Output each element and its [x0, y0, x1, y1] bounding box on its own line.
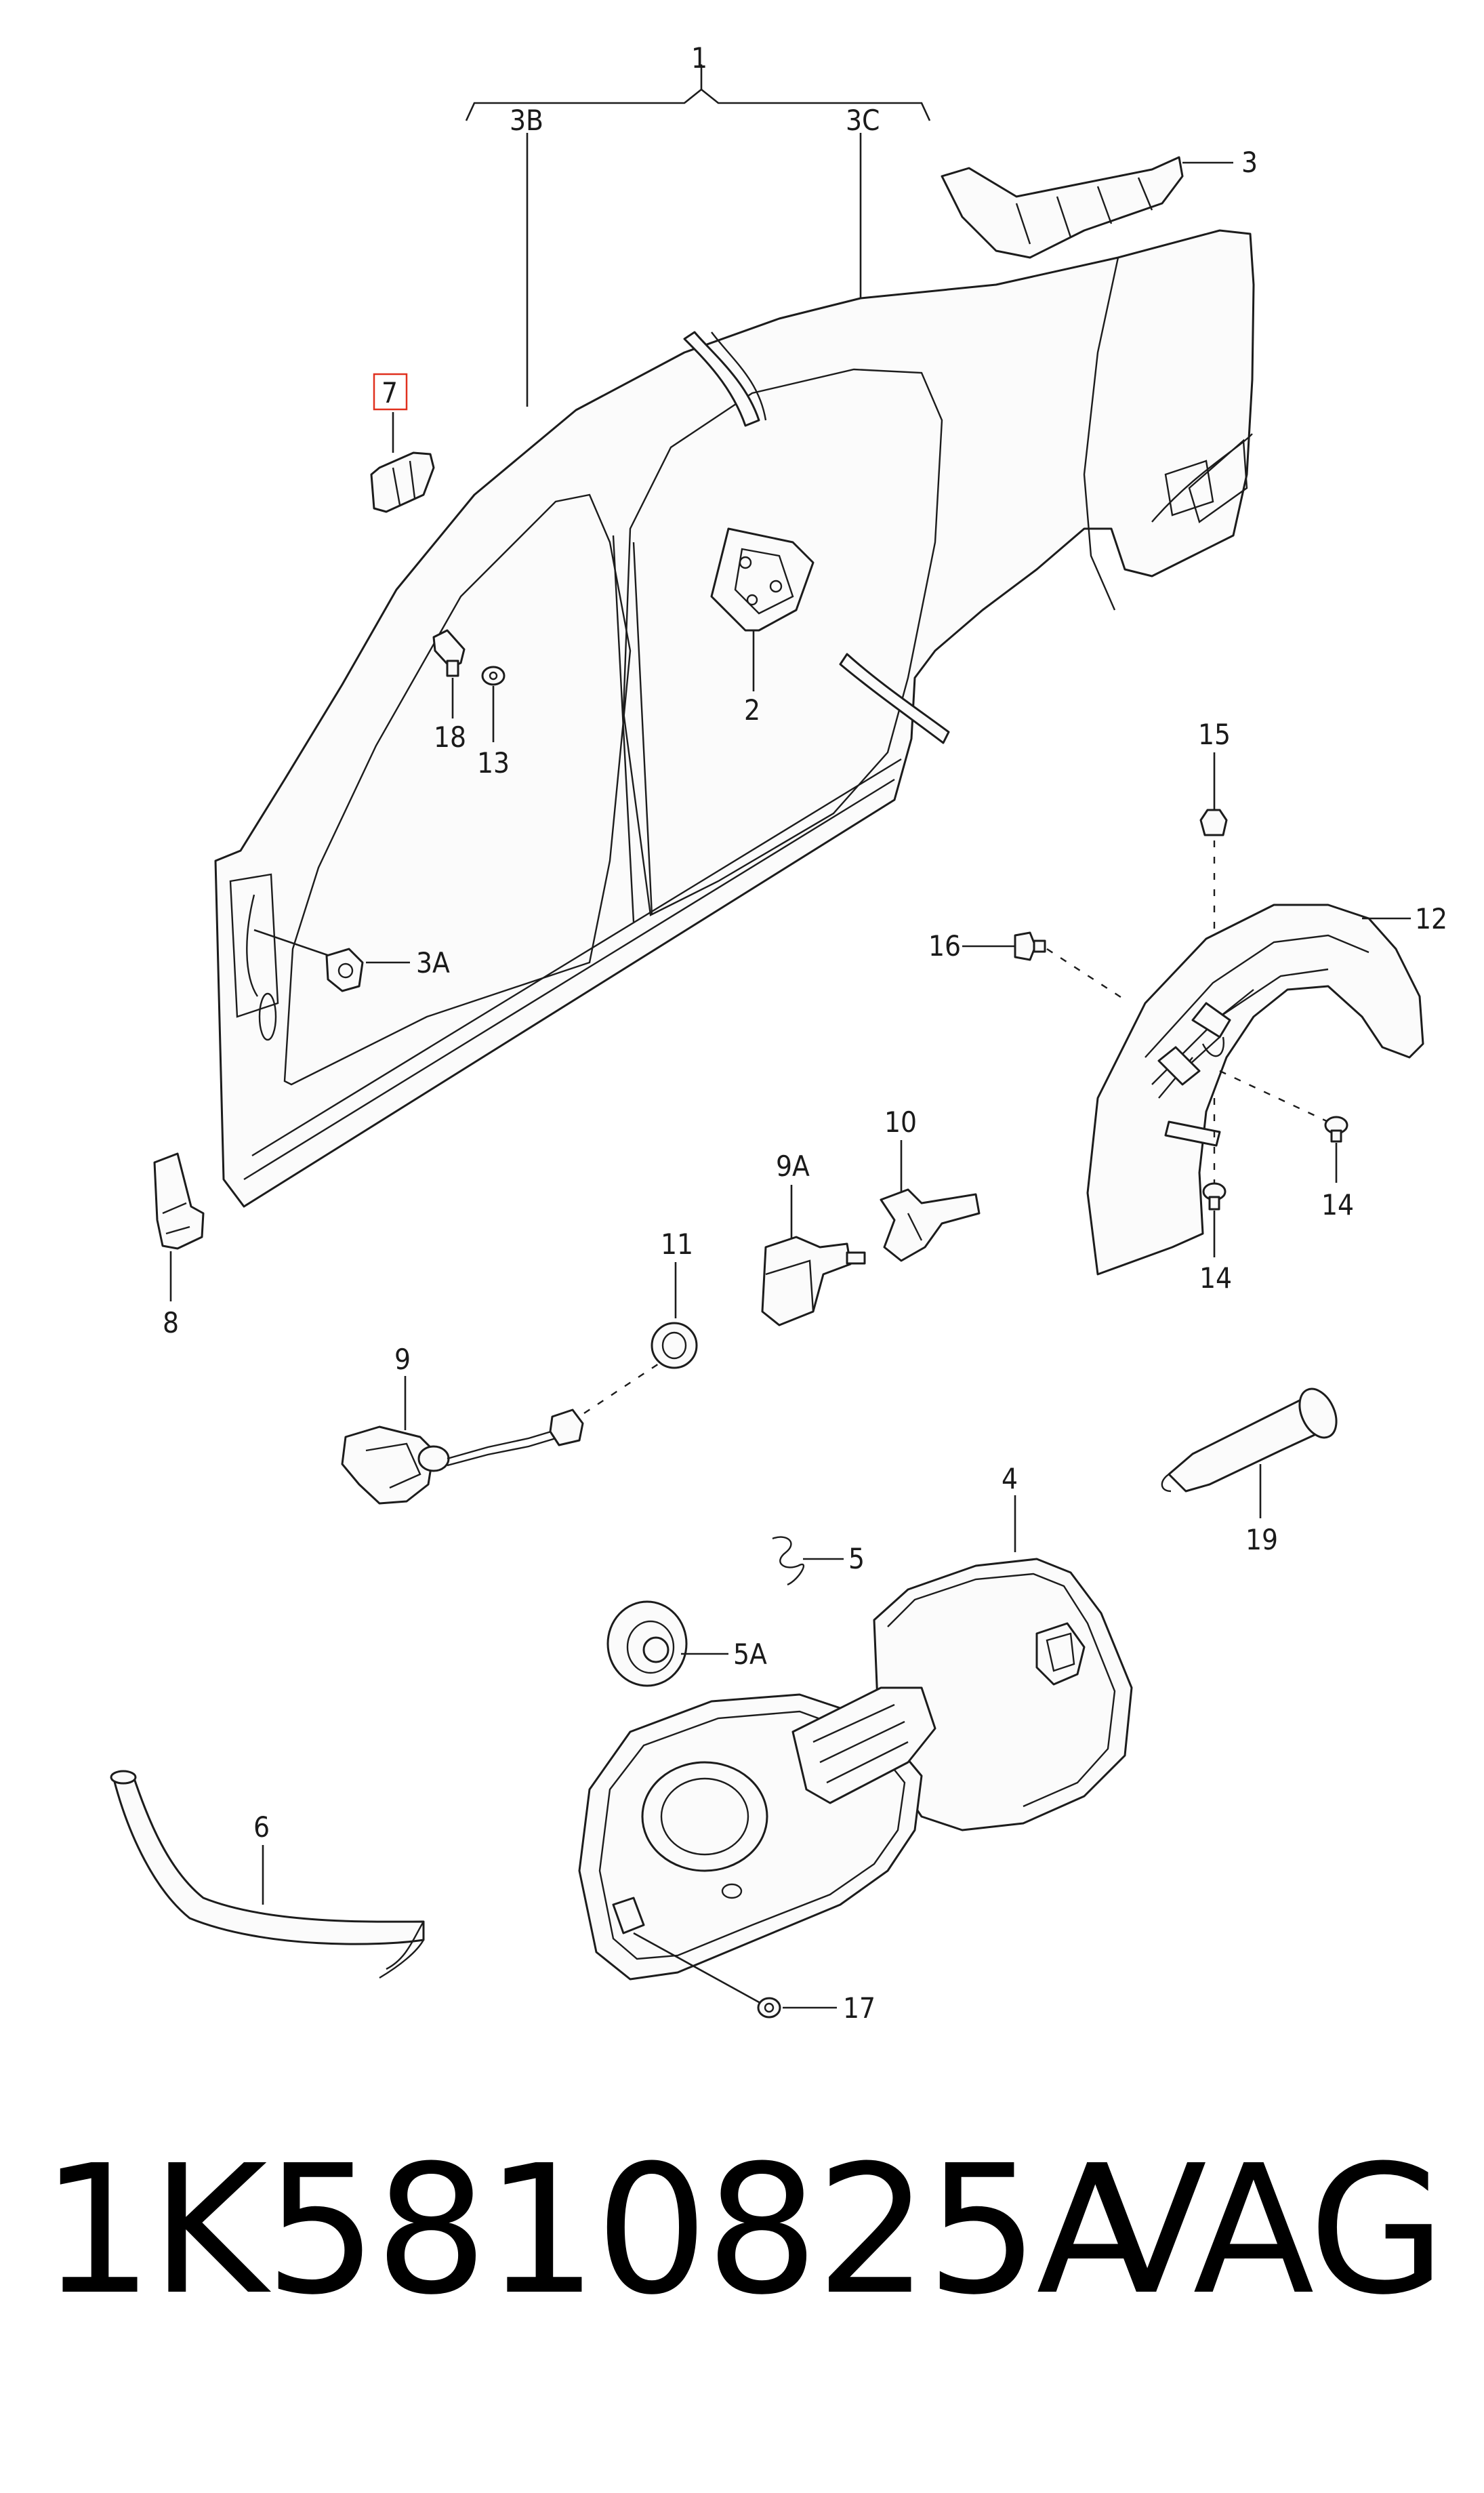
part-3a-clip [253, 929, 410, 992]
callout-5a: 5A [733, 1638, 767, 1671]
part-3-reinforcement [941, 156, 1233, 259]
callout-6: 6 [253, 1810, 270, 1844]
footer: 1K5810825A VAG [41, 2127, 1446, 2345]
callout-12: 12 [1415, 902, 1447, 935]
callout-13: 13 [477, 746, 510, 779]
callout-1: 1 [691, 41, 707, 75]
callout-5: 5 [848, 1542, 865, 1575]
callout-14a: 14 [1321, 1188, 1354, 1221]
part-11-grommet [651, 1262, 698, 1369]
part-7-cap [370, 412, 435, 513]
callout-19: 19 [1245, 1523, 1278, 1556]
callout-11: 11 [661, 1228, 693, 1261]
part-19-rod [1161, 1387, 1338, 1518]
callout-9: 9 [394, 1343, 411, 1376]
part-14-screw-b [1202, 1098, 1227, 1257]
callout-7-highlight [373, 373, 408, 411]
callout-16: 16 [928, 929, 961, 962]
side-panel [214, 229, 1255, 1208]
part-2-bracket [710, 527, 815, 691]
callout-3: 3 [1241, 146, 1258, 179]
part-fuel-filler-housing [578, 1686, 936, 1981]
part-16-clip [962, 931, 1126, 1001]
part-6-hose [110, 1770, 425, 1979]
callout-15: 15 [1198, 718, 1231, 751]
part-12-liner [1086, 904, 1424, 1276]
part-number: 1K5810825A [41, 2127, 1158, 2334]
brand-label: VAG [1085, 2127, 1446, 2334]
part-8-bracket [153, 1152, 205, 1301]
part-14-screw-a [1219, 1070, 1348, 1183]
callout-4: 4 [1002, 1462, 1018, 1495]
part-5-spring [772, 1536, 844, 1586]
callout-10: 10 [884, 1106, 917, 1139]
callout-3b: 3B [510, 104, 543, 137]
callout-3a: 3A [416, 946, 450, 979]
part-4-fuel-flap [873, 1495, 1133, 1831]
part-9a-actuator [761, 1185, 866, 1326]
callout-18: 18 [434, 721, 466, 754]
part-18-clip [432, 629, 466, 718]
callout-3c: 3C [846, 104, 880, 137]
part-10-bracket [880, 1140, 981, 1262]
callout-2: 2 [744, 693, 760, 727]
callout-14b: 14 [1199, 1261, 1232, 1295]
part-17-screw [633, 1932, 837, 2019]
part-13-screw [481, 666, 506, 742]
callout-9a: 9A [776, 1150, 810, 1183]
callout-8: 8 [163, 1306, 179, 1339]
part-9-lock [341, 1362, 661, 1505]
callout-7: 7 [382, 376, 398, 409]
callout-17: 17 [843, 1991, 875, 2025]
part-5a-seal [606, 1600, 728, 1687]
group-bracket [465, 64, 931, 407]
